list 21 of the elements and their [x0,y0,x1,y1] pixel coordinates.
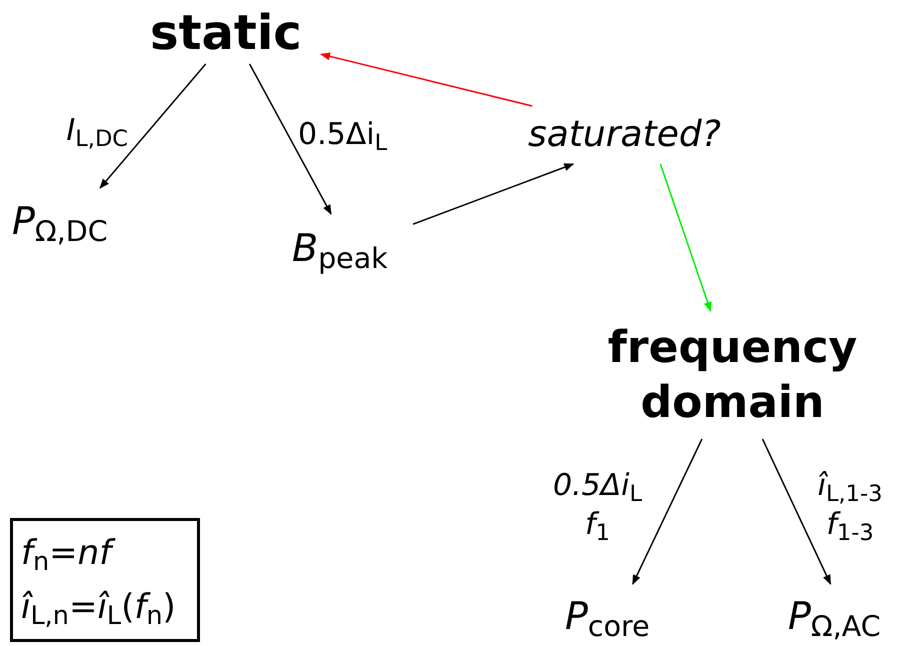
node-label: static [150,5,315,60]
arrow [632,438,703,585]
node-label: frequency domain [580,315,885,435]
node-label: saturated? [528,110,773,160]
node-label: B$_{peak}$ [292,218,407,278]
node-label: P$_{Ω,DC}$ [12,192,132,250]
arrow [762,438,832,585]
node-label: P$_{core}$ [565,588,670,644]
formula-box [10,518,200,642]
formula: î$_{L,n}$=î$_{L}$(f$_{n}$) [21,586,177,634]
arrow [320,52,532,107]
edge-label: î$_{L,1-3}$ f$_{1-3}$ [816,467,884,544]
node-label: P$_{Ω,AC}$ [788,588,903,644]
arrow [248,64,332,215]
edge-label: 0.5Δi$_{L}$ [298,116,388,157]
arrow [99,64,206,189]
edge-label: 0.5Δi$_{L}$ f$_{1}$ [552,467,644,544]
arrow [660,164,712,312]
arrow [412,163,574,225]
edge-label: I$_{L,DC}$ [65,112,128,153]
formula: f$_{n}$=nf [21,526,189,580]
